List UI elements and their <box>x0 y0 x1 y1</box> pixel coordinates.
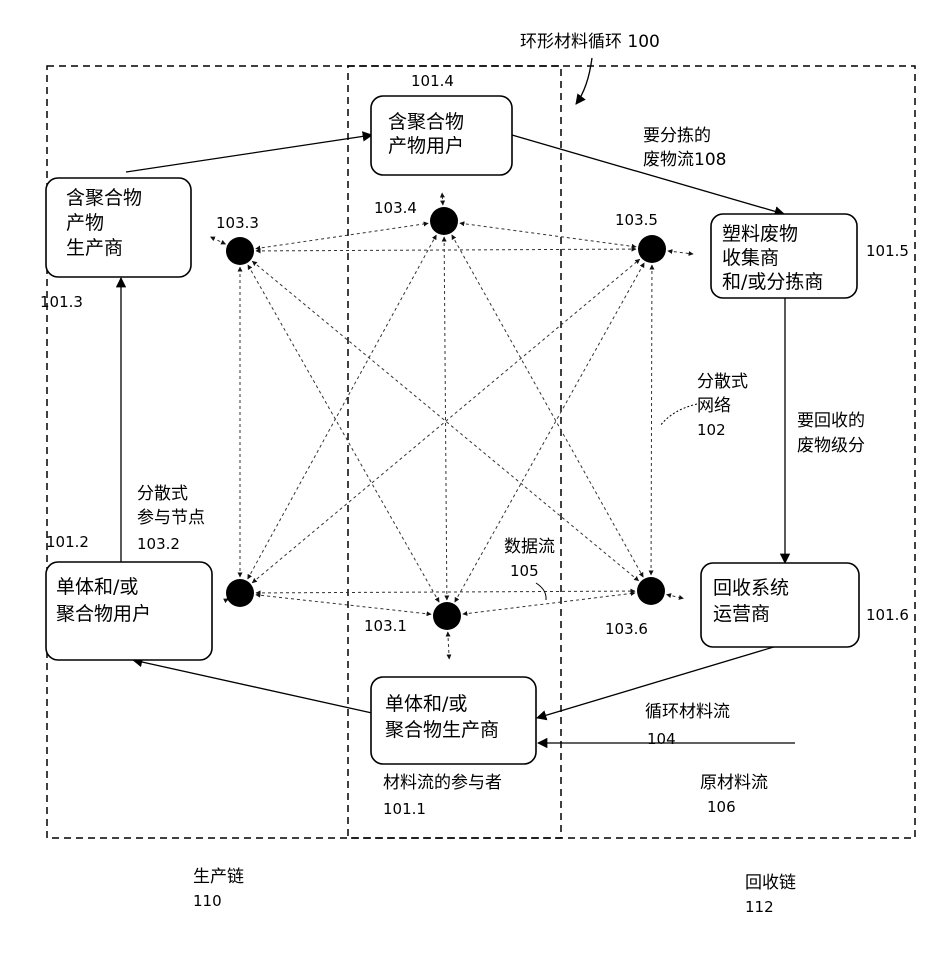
label-distributed-network: 分散式 <box>697 372 748 392</box>
box-monomer-polymer-user: 单体和/或 聚合物用户 <box>46 562 212 660</box>
label-distributed-node: 103.2 <box>137 535 180 553</box>
participant-link <box>210 237 225 244</box>
box-text-line: 单体和/或 <box>56 576 138 598</box>
label-distributed-network: 网络 <box>697 396 731 416</box>
label-data-flow: 数据流 <box>504 537 555 557</box>
box-text-line: 塑料废物 <box>722 223 798 245</box>
label-material-participants: 材料流的参与者 <box>383 773 502 793</box>
node-103-5 <box>638 235 666 263</box>
label-recycling-chain: 回收链 <box>745 873 796 893</box>
box-polymer-product-producer: 含聚合物 产物 生产商 <box>46 178 191 277</box>
label-raw-flow: 106 <box>707 798 736 816</box>
id-103-4: 103.4 <box>374 199 417 217</box>
network-link <box>452 235 643 577</box>
label-distributed-node: 参与节点 <box>137 508 205 528</box>
box-recycling-operator: 回收系统 运营商 <box>701 563 859 647</box>
label-raw-flow: 原材料流 <box>700 773 768 793</box>
participant-link <box>448 632 449 659</box>
node-103-2 <box>226 579 254 607</box>
box-text-line: 回收系统 <box>713 577 789 599</box>
box-text-line: 和/或分拣商 <box>722 271 823 293</box>
network-link <box>248 265 439 602</box>
box-text-line: 含聚合物 <box>66 187 142 209</box>
label-circular-flow: 104 <box>647 730 676 748</box>
box-text-line: 产物 <box>66 212 104 234</box>
data-flow-pointer <box>536 583 546 600</box>
box-text-line: 收集商 <box>722 247 779 269</box>
id-103-1: 103.1 <box>364 617 407 635</box>
box-text-line: 聚合物生产商 <box>385 719 499 741</box>
box-text-line: 单体和/或 <box>385 693 467 715</box>
network-link <box>256 595 431 614</box>
network-link <box>651 265 652 575</box>
network-link <box>460 223 636 247</box>
box-text-line: 聚合物用户 <box>56 603 151 625</box>
id-103-3: 103.3 <box>216 214 259 232</box>
network-link <box>248 235 437 579</box>
participant-link <box>442 193 443 205</box>
network-link <box>444 237 447 600</box>
id-103-5: 103.5 <box>615 211 658 229</box>
box-text-line: 运营商 <box>713 603 770 625</box>
id-101-2: 101.2 <box>46 533 89 551</box>
node-103-4 <box>430 207 458 235</box>
label-distributed-node: 分散式 <box>137 484 188 504</box>
network-link <box>256 223 428 248</box>
id-103-6: 103.6 <box>605 620 648 638</box>
box-monomer-polymer-producer: 单体和/或 聚合物生产商 <box>371 677 536 764</box>
network-link <box>256 249 636 251</box>
id-101-3: 101.3 <box>40 293 83 311</box>
waste-flow-to-collector <box>512 135 784 214</box>
label-production-chain: 生产链 <box>193 867 244 887</box>
network-link <box>463 593 635 614</box>
label-recycling-chain: 112 <box>745 898 774 916</box>
id-101-4: 101.4 <box>411 72 454 90</box>
participant-link <box>668 251 693 254</box>
label-data-flow: 105 <box>510 562 539 580</box>
id-101-5: 101.5 <box>866 242 909 260</box>
label-waste-recycle: 要回收的 <box>797 411 865 431</box>
label-distributed-network: 102 <box>697 421 726 439</box>
node-103-1 <box>433 602 461 630</box>
title: 环形材料循环 100 <box>520 32 660 52</box>
flow-producer-to-user <box>126 135 372 172</box>
id-101-6: 101.6 <box>866 606 909 624</box>
box-polymer-product-user: 含聚合物 产物用户 <box>371 96 512 175</box>
title-pointer <box>576 58 592 104</box>
producer-to-monomer-user <box>133 660 372 713</box>
label-production-chain: 110 <box>193 892 222 910</box>
network-connections <box>210 193 693 659</box>
participant-link <box>667 595 684 599</box>
node-103-3 <box>226 237 254 265</box>
box-text-line: 生产商 <box>66 237 123 259</box>
box-text-line: 含聚合物 <box>388 111 464 133</box>
label-waste-sort: 废物流108 <box>643 150 726 170</box>
label-material-participants: 101.1 <box>383 800 426 818</box>
label-waste-sort: 要分拣的 <box>643 126 711 146</box>
label-waste-recycle: 废物级分 <box>797 436 865 456</box>
box-text-line: 产物用户 <box>388 135 464 157</box>
node-103-6 <box>637 577 665 605</box>
box-plastic-waste-collector: 塑料废物 收集商 和/或分拣商 <box>711 214 857 298</box>
label-circular-flow: 循环材料流 <box>645 702 730 722</box>
network-link <box>256 591 635 593</box>
network-pointer <box>660 404 697 426</box>
